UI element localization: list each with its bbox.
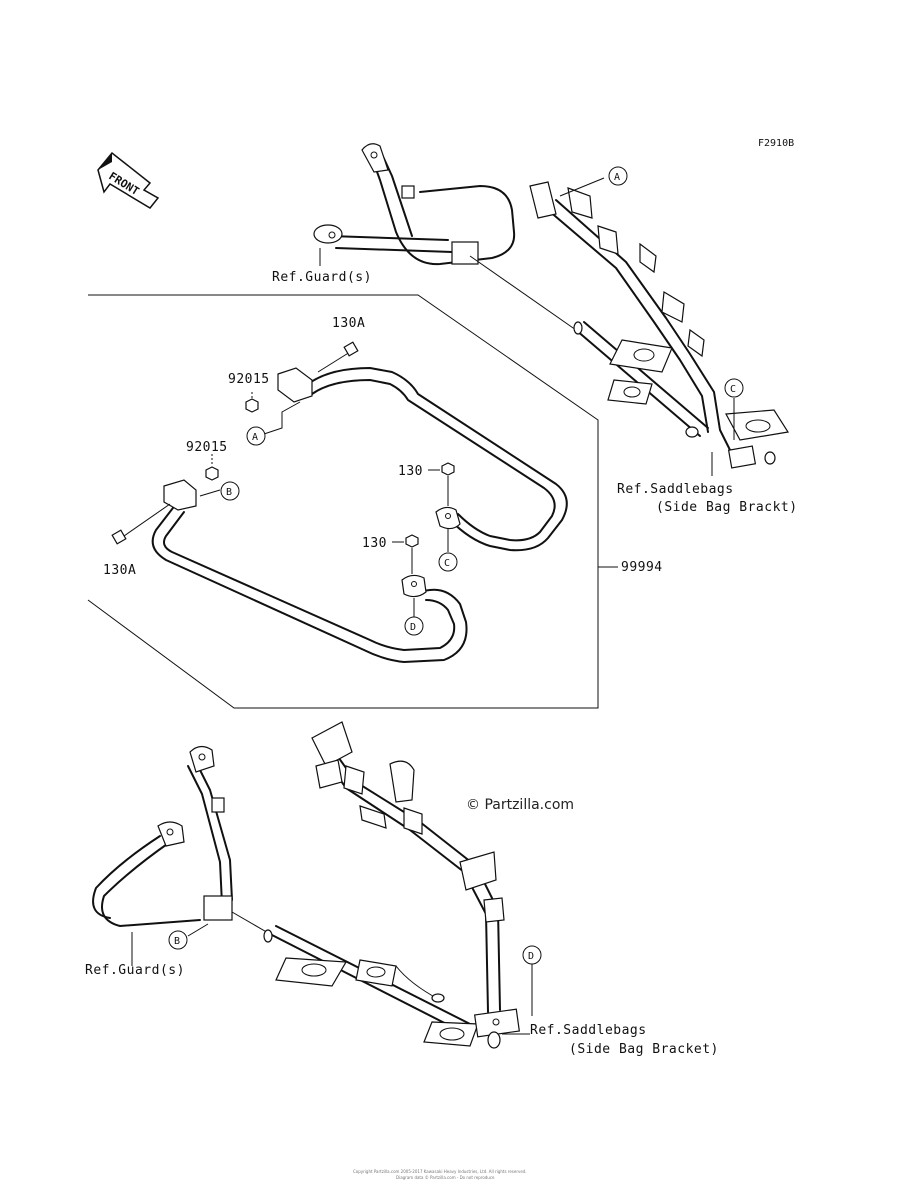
kit-nut-upper-label: 92015: [228, 372, 270, 387]
svg-text:D: D: [410, 622, 416, 633]
kit-bolt-lower-label: 130A: [103, 563, 136, 578]
svg-text:D: D: [528, 951, 534, 962]
kit-number: 99994: [621, 560, 663, 575]
kit-bolt-upper-label: 130A: [332, 316, 365, 331]
bottom-callout-b: [168, 930, 188, 950]
callout-c-top: [724, 378, 744, 398]
kit-clamp-b: [163, 479, 197, 511]
guard-mount-plate: [313, 224, 343, 244]
bottom-guard-ref-label: Ref.Guard(s): [85, 963, 185, 978]
svg-text:C: C: [730, 384, 736, 395]
bottom-guard: [92, 745, 233, 927]
kit-callout-a: [246, 426, 266, 446]
front-arrow-icon: FRONT: [97, 151, 160, 209]
bottom-saddlebag-bracket: [263, 721, 521, 1049]
kit-nut-92015-upper: [245, 398, 259, 413]
top-saddlebag-ref-line1: Ref.Saddlebags: [617, 482, 734, 497]
bottom-assembly: B D Ref.Guard(s) Ref.Saddlebags (Side Ba…: [85, 721, 719, 1057]
bottom-callout-d: [522, 945, 542, 965]
kit-callout-d: [404, 616, 424, 636]
kit-screw-c-label: 130: [398, 464, 423, 479]
kit-screw-d-label: 130: [362, 536, 387, 551]
svg-text:C: C: [444, 558, 450, 569]
svg-text:B: B: [226, 487, 232, 498]
footer-line-1: Copyright Partzilla.com 2005-2017 Kawasa…: [353, 1169, 527, 1174]
kit-screw-130-d: [405, 534, 419, 574]
kit-callout-c: [438, 552, 458, 572]
guard-clamp: [451, 241, 479, 265]
top-assembly: A C Ref.Guard(s) Ref.Saddlebags (Side Ba…: [272, 143, 798, 515]
kit-callout-b: [220, 481, 240, 501]
footer-line-2: Diagram data © Partzilla.com - Do not re…: [396, 1175, 495, 1180]
figure-code: F2910B: [758, 138, 794, 149]
kit-frame: 99994: [87, 294, 663, 709]
watermark: © Partzilla.com: [466, 797, 574, 813]
bottom-saddlebag-ref-line2: (Side Bag Bracket): [569, 1042, 719, 1057]
top-saddlebag-bracket: [529, 181, 789, 469]
kit-screw-130-c: [441, 462, 455, 506]
bottom-saddlebag-ref-line1: Ref.Saddlebags: [530, 1023, 647, 1038]
callout-a-top: [608, 166, 628, 186]
kit-nut-lower-label: 92015: [186, 440, 228, 455]
kit-parts: A B C D 130A 92015 92015 130 130 130A: [103, 316, 568, 663]
top-guard: [313, 143, 516, 266]
kit-bolt-130a-lower: [111, 503, 171, 545]
svg-text:A: A: [252, 432, 258, 443]
svg-text:B: B: [174, 936, 180, 947]
kit-guard-bar: [151, 367, 568, 663]
top-saddlebag-ref-line2: (Side Bag Brackt): [656, 500, 798, 515]
svg-text:A: A: [614, 172, 620, 183]
kit-bolt-130a-upper: [317, 341, 359, 373]
top-guard-ref-label: Ref.Guard(s): [272, 270, 372, 285]
kit-clamp-a: [277, 367, 313, 403]
kit-nut-92015-lower: [205, 466, 219, 481]
bottom-guard-clamp: [203, 895, 233, 921]
